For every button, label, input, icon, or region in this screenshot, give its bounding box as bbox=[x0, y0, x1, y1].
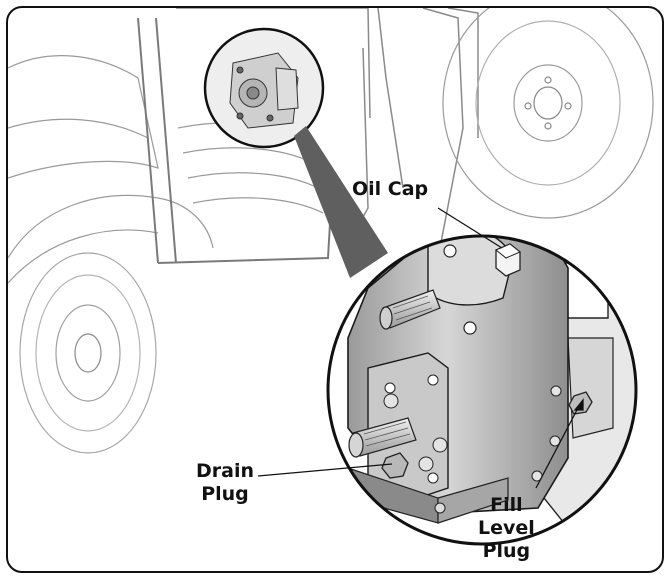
detail-source-circle bbox=[203, 27, 325, 149]
zoom-detail-circle bbox=[326, 234, 638, 546]
vehicle-gearbox-illustration bbox=[8, 8, 654, 546]
oil-cap-label: Oil Cap bbox=[352, 178, 429, 200]
drain-plug-label: Drain Plug bbox=[196, 460, 255, 505]
illustration-frame: Oil Cap Drain Plug Fill Level Plug bbox=[6, 6, 664, 573]
fill-level-plug-label: Fill Level Plug bbox=[478, 494, 535, 562]
callout-leaders bbox=[257, 207, 584, 489]
zoom-wedge bbox=[294, 126, 388, 278]
